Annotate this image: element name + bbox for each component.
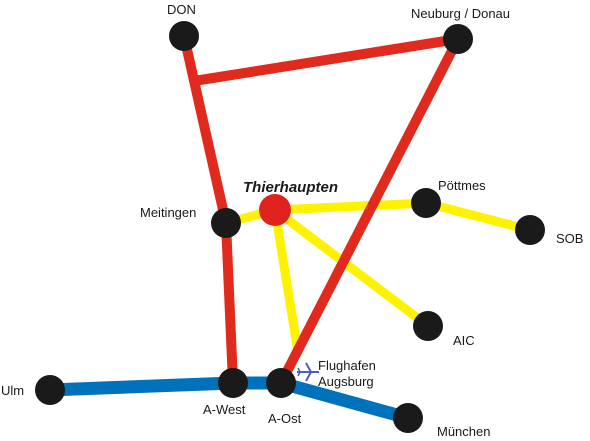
road-connector-neuburg [189, 34, 463, 86]
label-neuburg: Neuburg / Donau [411, 6, 510, 21]
node-sob[interactable] [515, 215, 545, 245]
road-thierhaupten-poettmes [270, 198, 431, 215]
label-airport-line1: Flughafen [318, 358, 376, 373]
red-roads [179, 31, 463, 388]
node-don[interactable] [169, 21, 199, 51]
road-don-meitingen [179, 31, 231, 228]
node-meitingen[interactable] [211, 208, 241, 238]
node-ulm[interactable] [35, 375, 65, 405]
road-ulm-awest [43, 376, 240, 397]
nodes [35, 21, 545, 433]
road-poettmes-sob [421, 198, 535, 235]
node-neuburg[interactable] [443, 24, 473, 54]
road-neuburg-aost [276, 34, 463, 388]
label-meitingen: Meitingen [140, 205, 196, 220]
node-muenchen[interactable] [393, 403, 423, 433]
label-sob: SOB [556, 231, 583, 246]
label-poettmes: Pöttmes [438, 178, 486, 193]
label-aic: AIC [453, 333, 475, 348]
airplane-icon [297, 362, 319, 382]
road-meitingen-awest [221, 218, 238, 388]
road-aost-muenchen [274, 376, 415, 425]
label-muenchen: München [437, 424, 490, 439]
label-thierhaupten: Thierhaupten [243, 179, 338, 196]
label-a-ost: A-Ost [268, 411, 302, 426]
node-a-west[interactable] [218, 368, 248, 398]
node-poettmes[interactable] [411, 188, 441, 218]
node-aic[interactable] [413, 311, 443, 341]
label-don: DON [167, 2, 196, 17]
node-a-ost[interactable] [266, 368, 296, 398]
road-thierhaupten-aic [270, 205, 433, 331]
label-airport-line2: Augsburg [318, 374, 374, 389]
node-thierhaupten[interactable] [259, 194, 291, 226]
label-a-west: A-West [203, 402, 246, 417]
road-thierhaupten-aost [270, 205, 303, 357]
label-ulm: Ulm [1, 383, 24, 398]
labels: DON Neuburg / Donau Thierhaupten Pöttmes… [1, 2, 583, 439]
